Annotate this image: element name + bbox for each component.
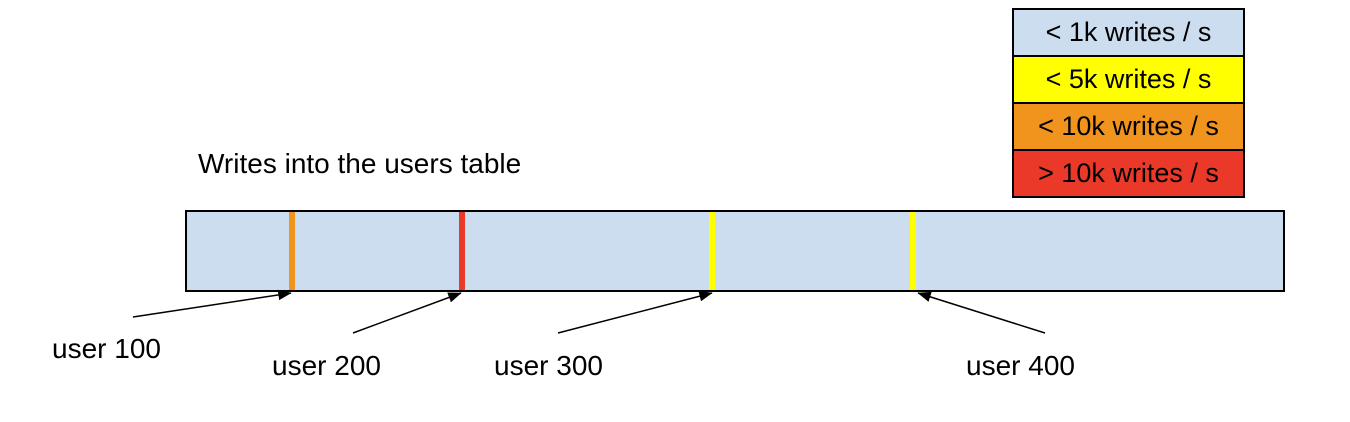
write-hotspot-stripe-user-400 [910, 212, 916, 290]
legend-item-1: < 5k writes / s [1014, 57, 1243, 104]
write-hotspot-stripe-user-200 [459, 212, 465, 290]
write-hotspot-stripe-user-100 [289, 212, 295, 290]
callout-arrow-2 [557, 291, 713, 334]
user-label-3: user 400 [966, 350, 1075, 381]
legend: < 1k writes / s< 5k writes / s< 10k writ… [1012, 8, 1245, 198]
callout-arrow-0 [132, 289, 292, 318]
write-hotspot-stripe-user-300 [709, 212, 715, 290]
user-label-0: user 100 [52, 333, 161, 364]
diagram-title: Writes into the users table [198, 148, 522, 179]
user-label-2: user 300 [494, 350, 603, 381]
users-table-bar [185, 210, 1285, 292]
legend-item-2: < 10k writes / s [1014, 104, 1243, 151]
legend-item-0: < 1k writes / s [1014, 10, 1243, 57]
legend-item-3: > 10k writes / s [1014, 151, 1243, 196]
callout-arrow-1 [352, 292, 462, 334]
callout-arrow-3 [917, 291, 1046, 334]
user-label-1: user 200 [272, 350, 381, 381]
